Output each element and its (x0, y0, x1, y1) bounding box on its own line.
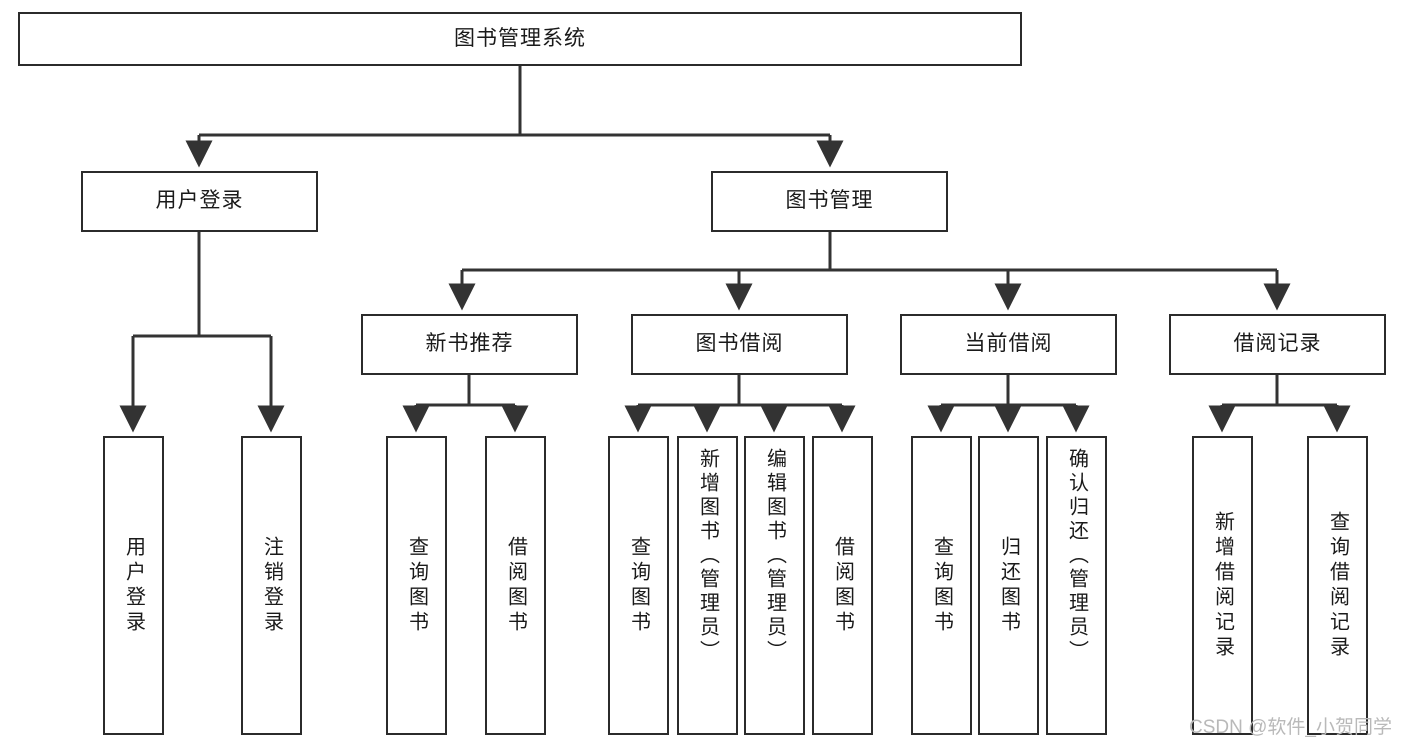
node-new-book-recommendation[interactable]: 新书推荐 (361, 314, 578, 375)
node-label: 查询图书 (930, 535, 953, 636)
node-label: 注销登录 (260, 535, 283, 636)
leaf-add-borrow-record[interactable]: 新增借阅记录 (1192, 436, 1253, 735)
leaf-confirm-return-admin[interactable]: 确认归还（管理员） (1046, 436, 1107, 735)
leaf-add-book-admin[interactable]: 新增图书（管理员） (677, 436, 738, 735)
node-label: 归还图书 (997, 535, 1020, 636)
node-user-login[interactable]: 用户登录 (81, 171, 318, 232)
node-label: 图书借阅 (695, 332, 784, 356)
node-label: 查询借阅记录 (1326, 510, 1349, 661)
node-label: 查询图书 (405, 535, 428, 636)
leaf-logout[interactable]: 注销登录 (241, 436, 302, 735)
node-label: 借阅图书 (831, 535, 854, 636)
leaf-query-borrow-record[interactable]: 查询借阅记录 (1307, 436, 1368, 735)
node-label: 确认归还（管理员） (1065, 448, 1088, 664)
node-label: 用户登录 (155, 189, 244, 213)
node-label: 编辑图书（管理员） (763, 448, 786, 664)
node-current-borrowing[interactable]: 当前借阅 (900, 314, 1117, 375)
node-book-management[interactable]: 图书管理 (711, 171, 948, 232)
node-label: 新书推荐 (425, 332, 514, 356)
node-borrowing-records[interactable]: 借阅记录 (1169, 314, 1386, 375)
node-label: 借阅图书 (504, 535, 527, 636)
leaf-borrow-books[interactable]: 借阅图书 (812, 436, 873, 735)
node-root-book-management-system[interactable]: 图书管理系统 (18, 12, 1022, 66)
node-label: 图书管理 (785, 189, 874, 213)
csdn-watermark: CSDN @软件_小贺同学 (1189, 717, 1392, 738)
leaf-query-books-current[interactable]: 查询图书 (911, 436, 972, 735)
node-label: 当前借阅 (964, 332, 1053, 356)
node-label: 查询图书 (627, 535, 650, 636)
node-book-borrowing[interactable]: 图书借阅 (631, 314, 848, 375)
leaf-edit-book-admin[interactable]: 编辑图书（管理员） (744, 436, 805, 735)
leaf-borrow-books-recommend[interactable]: 借阅图书 (485, 436, 546, 735)
leaf-query-books-recommend[interactable]: 查询图书 (386, 436, 447, 735)
node-label: 用户登录 (122, 535, 145, 636)
leaf-return-books[interactable]: 归还图书 (978, 436, 1039, 735)
node-label: 新增借阅记录 (1211, 510, 1234, 661)
leaf-query-books-borrow[interactable]: 查询图书 (608, 436, 669, 735)
node-label: 图书管理系统 (454, 26, 586, 50)
node-label: 新增图书（管理员） (696, 448, 719, 664)
leaf-user-login[interactable]: 用户登录 (103, 436, 164, 735)
node-label: 借阅记录 (1233, 332, 1322, 356)
